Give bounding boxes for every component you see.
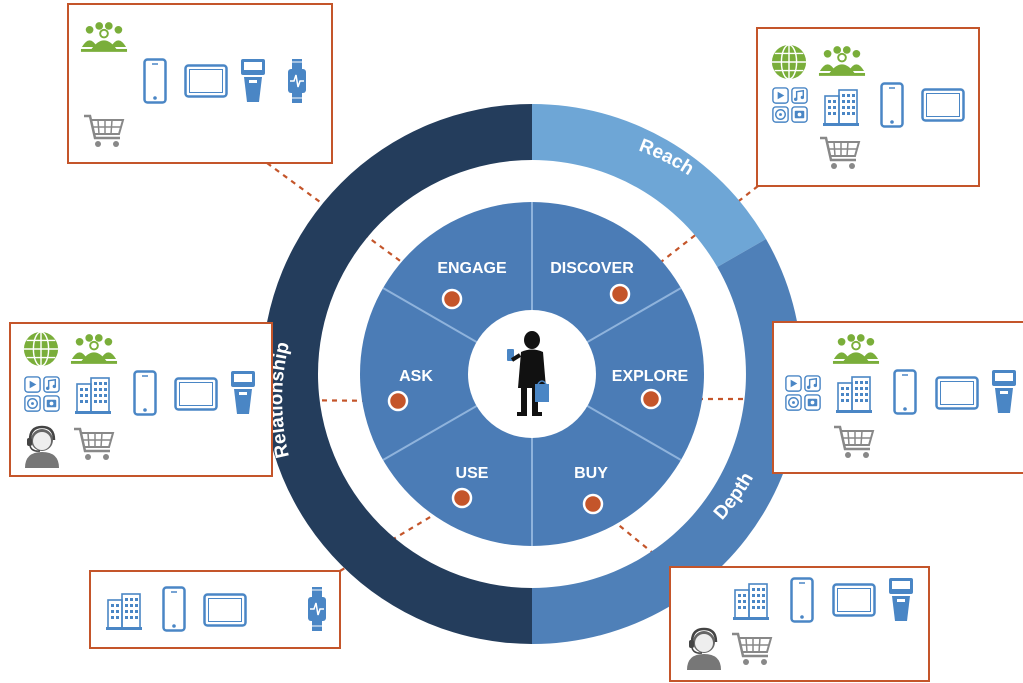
relationship-segment xyxy=(262,104,532,644)
channel-box-discover xyxy=(756,27,980,187)
stage-engage: ENGAGE xyxy=(437,260,507,277)
channel-box-buy xyxy=(669,566,930,682)
marker-use[interactable] xyxy=(451,487,473,509)
marker-discover[interactable] xyxy=(609,283,631,305)
customer-figure-icon xyxy=(507,331,549,416)
stage-discover: DISCOVER xyxy=(550,260,634,277)
channel-box-explore xyxy=(772,321,1023,474)
channel-box-ask xyxy=(9,322,273,477)
stage-explore: EXPLORE xyxy=(612,368,689,385)
globe-icon xyxy=(23,331,59,367)
marker-ask[interactable] xyxy=(387,390,409,412)
stage-buy: BUY xyxy=(574,465,608,482)
globe-icon xyxy=(771,44,807,80)
channel-box-use xyxy=(89,570,341,649)
channel-box-engage xyxy=(67,3,333,164)
stage-ask: ASK xyxy=(399,368,433,385)
depth-segment xyxy=(532,239,803,645)
marker-engage[interactable] xyxy=(441,288,463,310)
stage-use: USE xyxy=(456,465,489,482)
marker-explore[interactable] xyxy=(640,388,662,410)
marker-buy[interactable] xyxy=(582,493,604,515)
reach-segment xyxy=(532,103,766,268)
outer-ring xyxy=(262,103,803,645)
